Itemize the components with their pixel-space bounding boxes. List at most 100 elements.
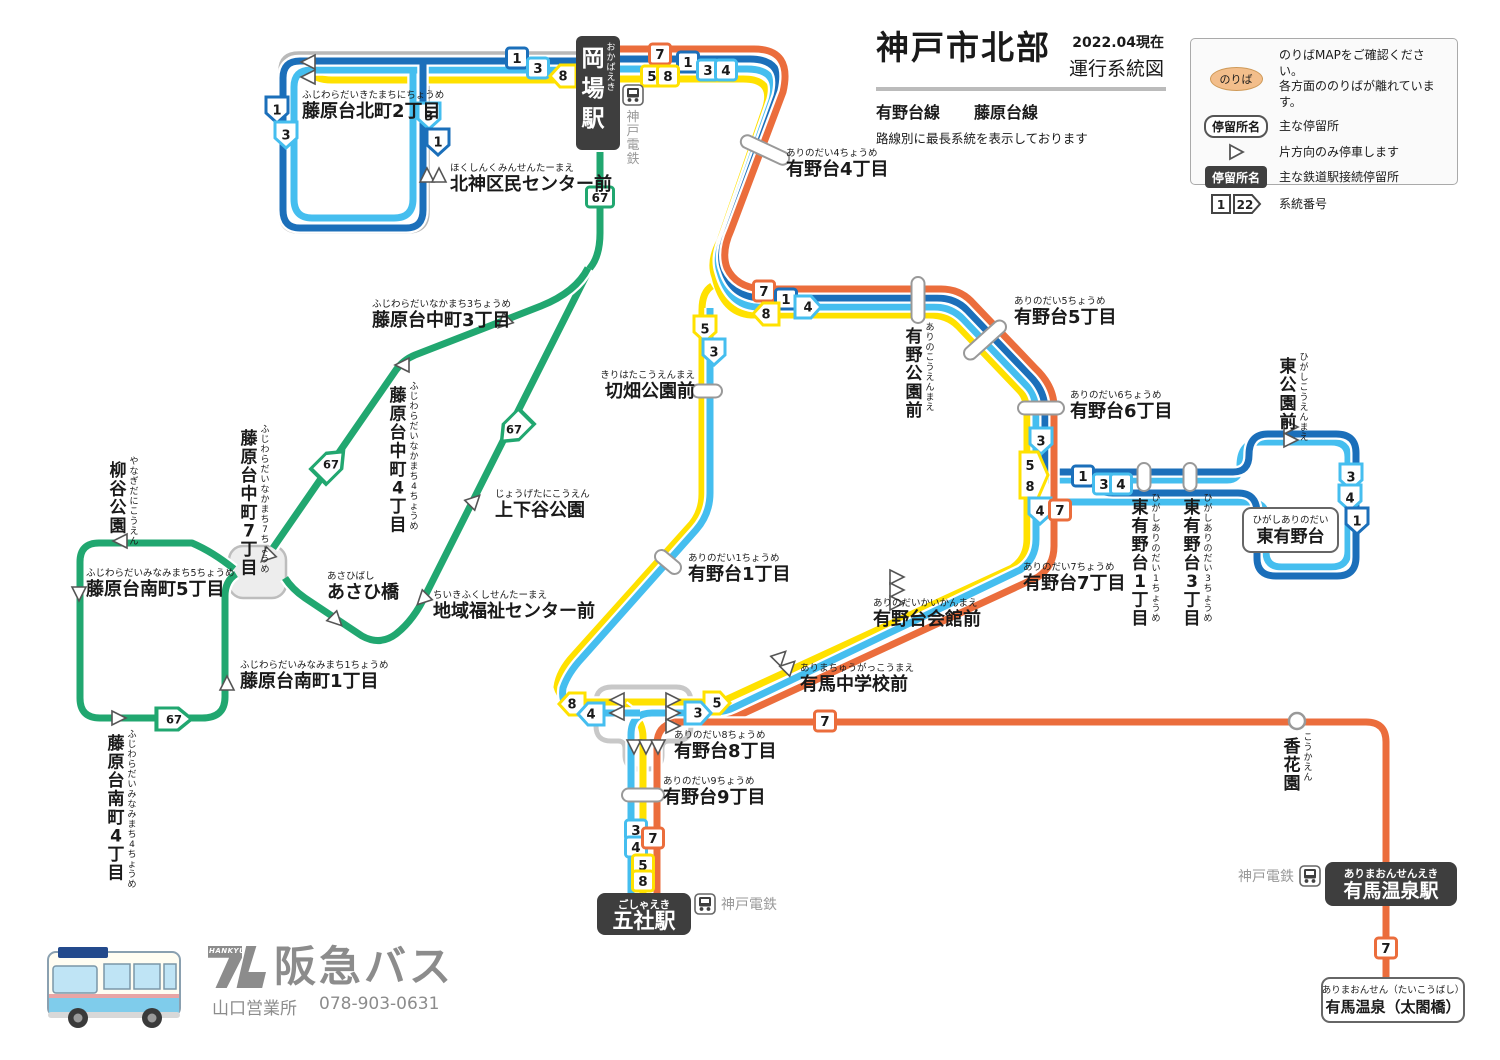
office-name: 山口営業所: [212, 999, 297, 1019]
map-text: 4: [721, 63, 730, 79]
route-line-casing: [620, 63, 1042, 893]
oneway-triangle: [325, 609, 343, 627]
station-arima-onsen-eki-box: [1325, 862, 1457, 906]
route-number-badge-67: 67: [154, 706, 195, 732]
line-name-fujiwaradai: 藤原台線: [974, 103, 1039, 122]
map-text: 7: [648, 831, 657, 847]
route-number-badge-3: 3: [1028, 426, 1054, 457]
oneway-triangle: [111, 709, 128, 727]
legend-row-stop: 停留所名 主な停留所: [1201, 115, 1447, 139]
map-text: 4: [631, 840, 640, 856]
station-higashi-arinodai-furigana: ひがしありのだい: [1252, 514, 1328, 526]
station-okaba-eki: 岡場駅: [582, 46, 605, 132]
station-yanagidani-koen-furigana: やなぎだにこうえん: [129, 456, 138, 547]
station-higashi-koen-mae-furigana: ひがしこうえんまえ: [1299, 352, 1308, 443]
route-number-badge-4: 4: [1109, 472, 1133, 496]
station-kirihata-koen-mae: 切畑公園前: [605, 380, 695, 402]
map-text: 3: [533, 61, 542, 77]
station-gosha-eki-box: [597, 893, 691, 935]
route-number-badge-1: 1: [676, 50, 700, 74]
station-arinodai-9: 有野台9丁目: [663, 786, 766, 808]
oneway-triangle: [260, 545, 278, 563]
legend-stop-text: 主な停留所: [1279, 119, 1340, 134]
oneway-triangle: [637, 739, 655, 756]
route-number-badge-3: 3: [273, 120, 299, 151]
map-text: 7: [655, 47, 664, 63]
map-text: 67: [166, 713, 182, 727]
station-arinodai-8-furigana: ありのだい8ちょうめ: [674, 730, 766, 741]
map-text: 4: [803, 301, 812, 316]
kobe-dentetsu-icon: [622, 84, 644, 106]
station-yanagidani-koen: 柳谷公園: [110, 460, 128, 537]
stop-pill-marker: [739, 134, 791, 166]
rail-company-label: 神戸電鉄: [721, 897, 777, 913]
map-text: 1: [683, 55, 692, 71]
route-number-icons: 1 22: [1211, 194, 1262, 215]
map-text: 3: [281, 129, 290, 144]
route-number-badge-3: 3: [701, 337, 727, 368]
route-number-badge-3: 3: [416, 101, 442, 132]
oneway-triangle: [649, 739, 667, 756]
station-hokushin-kumin-center-mae-furigana: ほくしんくみんせんたーまえ: [450, 163, 574, 174]
station-kokaen: 香花園: [1284, 737, 1301, 794]
map-text: 1: [781, 292, 790, 308]
station-arinodai-9-furigana: ありのだい9ちょうめ: [663, 776, 755, 787]
map-text: 5: [700, 323, 709, 338]
map-text: 1: [272, 104, 281, 119]
office-phone: 078-903-0631: [319, 994, 440, 1014]
map-text: 8: [663, 69, 672, 85]
map-text: 3: [703, 63, 712, 79]
oneway-triangle: [299, 68, 316, 86]
legend-row-rail: 停留所名 主な鉄道駅接続停留所: [1201, 166, 1447, 189]
oneway-triangle-icon: [1229, 143, 1245, 161]
legend-row-noriba: のりば のりばMAPをご確認ください。各方面ののりばが離れています。: [1201, 48, 1447, 110]
route-number-badge-67: 67: [585, 185, 615, 209]
station-fujiwaradai-nakamachi-3-furigana: ふじわらだいなかまち3ちょうめ: [372, 299, 511, 310]
route-number-badge-3: 3: [683, 700, 714, 726]
legend-routenum-text: 系統番号: [1279, 196, 1328, 211]
route-number-badge-8: 8: [556, 691, 587, 717]
map-text: 8: [567, 698, 576, 713]
legend-row-oneway: 片方向のみ停車します: [1201, 143, 1447, 161]
station-fujiwaradai-minamimachi-1: 藤原台南町1丁目: [240, 670, 379, 692]
route-number-badge-7: 7: [1374, 936, 1398, 960]
map-text: 1: [1352, 515, 1361, 530]
svg-text:1: 1: [1217, 198, 1225, 212]
footer-logo: HANKYU 阪急バス 山口営業所 078-903-0631: [42, 940, 454, 1030]
oneway-triangle: [665, 704, 682, 722]
title-underline: [876, 87, 1166, 91]
stop-pill-marker: [963, 319, 1007, 361]
station-higashi-arinodai: 東有野台: [1257, 526, 1325, 547]
oneway-triangle: [608, 704, 625, 722]
noriba-badge: のりば: [1209, 67, 1263, 92]
station-chiiki-fukushi-center-mae: 地域福祉センター前: [433, 600, 595, 622]
map-text: 67: [592, 191, 609, 205]
route-number-badge-67: 67: [308, 449, 346, 487]
map-text: 7: [1055, 503, 1064, 519]
route-number-badge-5-8: 58: [1018, 450, 1050, 500]
station-arima-onsen-eki: 有馬温泉駅: [1343, 879, 1439, 902]
oneway-triangle: [416, 588, 434, 606]
station-asahibashi: あさひ橋: [327, 581, 400, 603]
station-arinodai-7: 有野台7丁目: [1023, 572, 1126, 594]
oneway-triangle: [778, 660, 796, 678]
route-number-badge-8: 8: [750, 301, 781, 327]
legend-row-routenum: 1 22 系統番号: [1201, 193, 1447, 215]
stop-pill-marker: [653, 549, 683, 575]
station-fujiwaradai-nakamachi-3: 藤原台中町3丁目: [372, 309, 511, 331]
station-arima-onsen-taikobashi-furigana: ありまおんせん（たいこうばし）: [1322, 984, 1465, 996]
oneway-triangle: [769, 650, 787, 668]
map-note: 路線別に最長系統を表示しております: [876, 131, 1088, 146]
station-hokushin-kumin-center-mae: 北神区民センター前: [450, 173, 612, 195]
station-arinodai-4-furigana: ありのだい4ちょうめ: [786, 148, 878, 159]
map-text: 67: [506, 423, 522, 437]
station-okaba-eki-box: [576, 36, 620, 150]
oneway-triangle: [889, 594, 906, 612]
route-number-badge-7: 7: [1048, 498, 1072, 522]
map-text: 3: [424, 110, 433, 125]
station-higashi-koen-mae: 東公園前: [1280, 356, 1297, 433]
station-arinodai-6: 有野台6丁目: [1070, 400, 1173, 422]
legend-noriba-text: のりばMAPをご確認ください。各方面ののりばが離れています。: [1279, 48, 1435, 109]
